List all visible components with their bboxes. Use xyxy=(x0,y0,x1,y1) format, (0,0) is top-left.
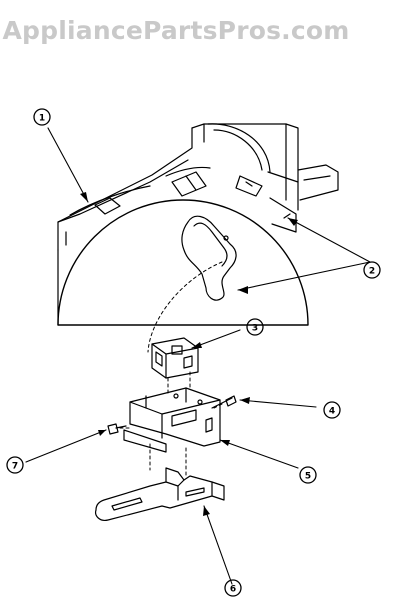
callout-4: 4 xyxy=(323,401,341,419)
switch-part xyxy=(151,337,199,379)
callout-3: 3 xyxy=(246,318,264,336)
callout-2-label: 2 xyxy=(369,267,375,277)
callout-3-label: 3 xyxy=(252,324,258,334)
slotted-bracket-part xyxy=(95,467,225,521)
callout-5: 5 xyxy=(299,466,317,484)
screw-part-4 xyxy=(211,395,237,409)
dryer-front-panel xyxy=(57,123,339,326)
callout-1: 1 xyxy=(33,108,51,126)
callout-6-label: 6 xyxy=(230,585,236,595)
alignment-line xyxy=(147,261,223,353)
arrowheads xyxy=(80,192,298,516)
callout-7: 7 xyxy=(6,456,24,474)
watermark-text: AppliancePartsPros.com xyxy=(2,16,350,45)
callout-5-label: 5 xyxy=(305,472,311,482)
callout-4-label: 4 xyxy=(329,407,335,417)
callout-2: 2 xyxy=(363,261,381,279)
mounting-bracket-part xyxy=(123,387,221,453)
screw-part-7 xyxy=(107,423,127,435)
felt-seal-part xyxy=(181,215,237,301)
callout-1-label: 1 xyxy=(39,114,45,124)
callout-6: 6 xyxy=(224,579,242,597)
callout-7-label: 7 xyxy=(12,462,18,472)
